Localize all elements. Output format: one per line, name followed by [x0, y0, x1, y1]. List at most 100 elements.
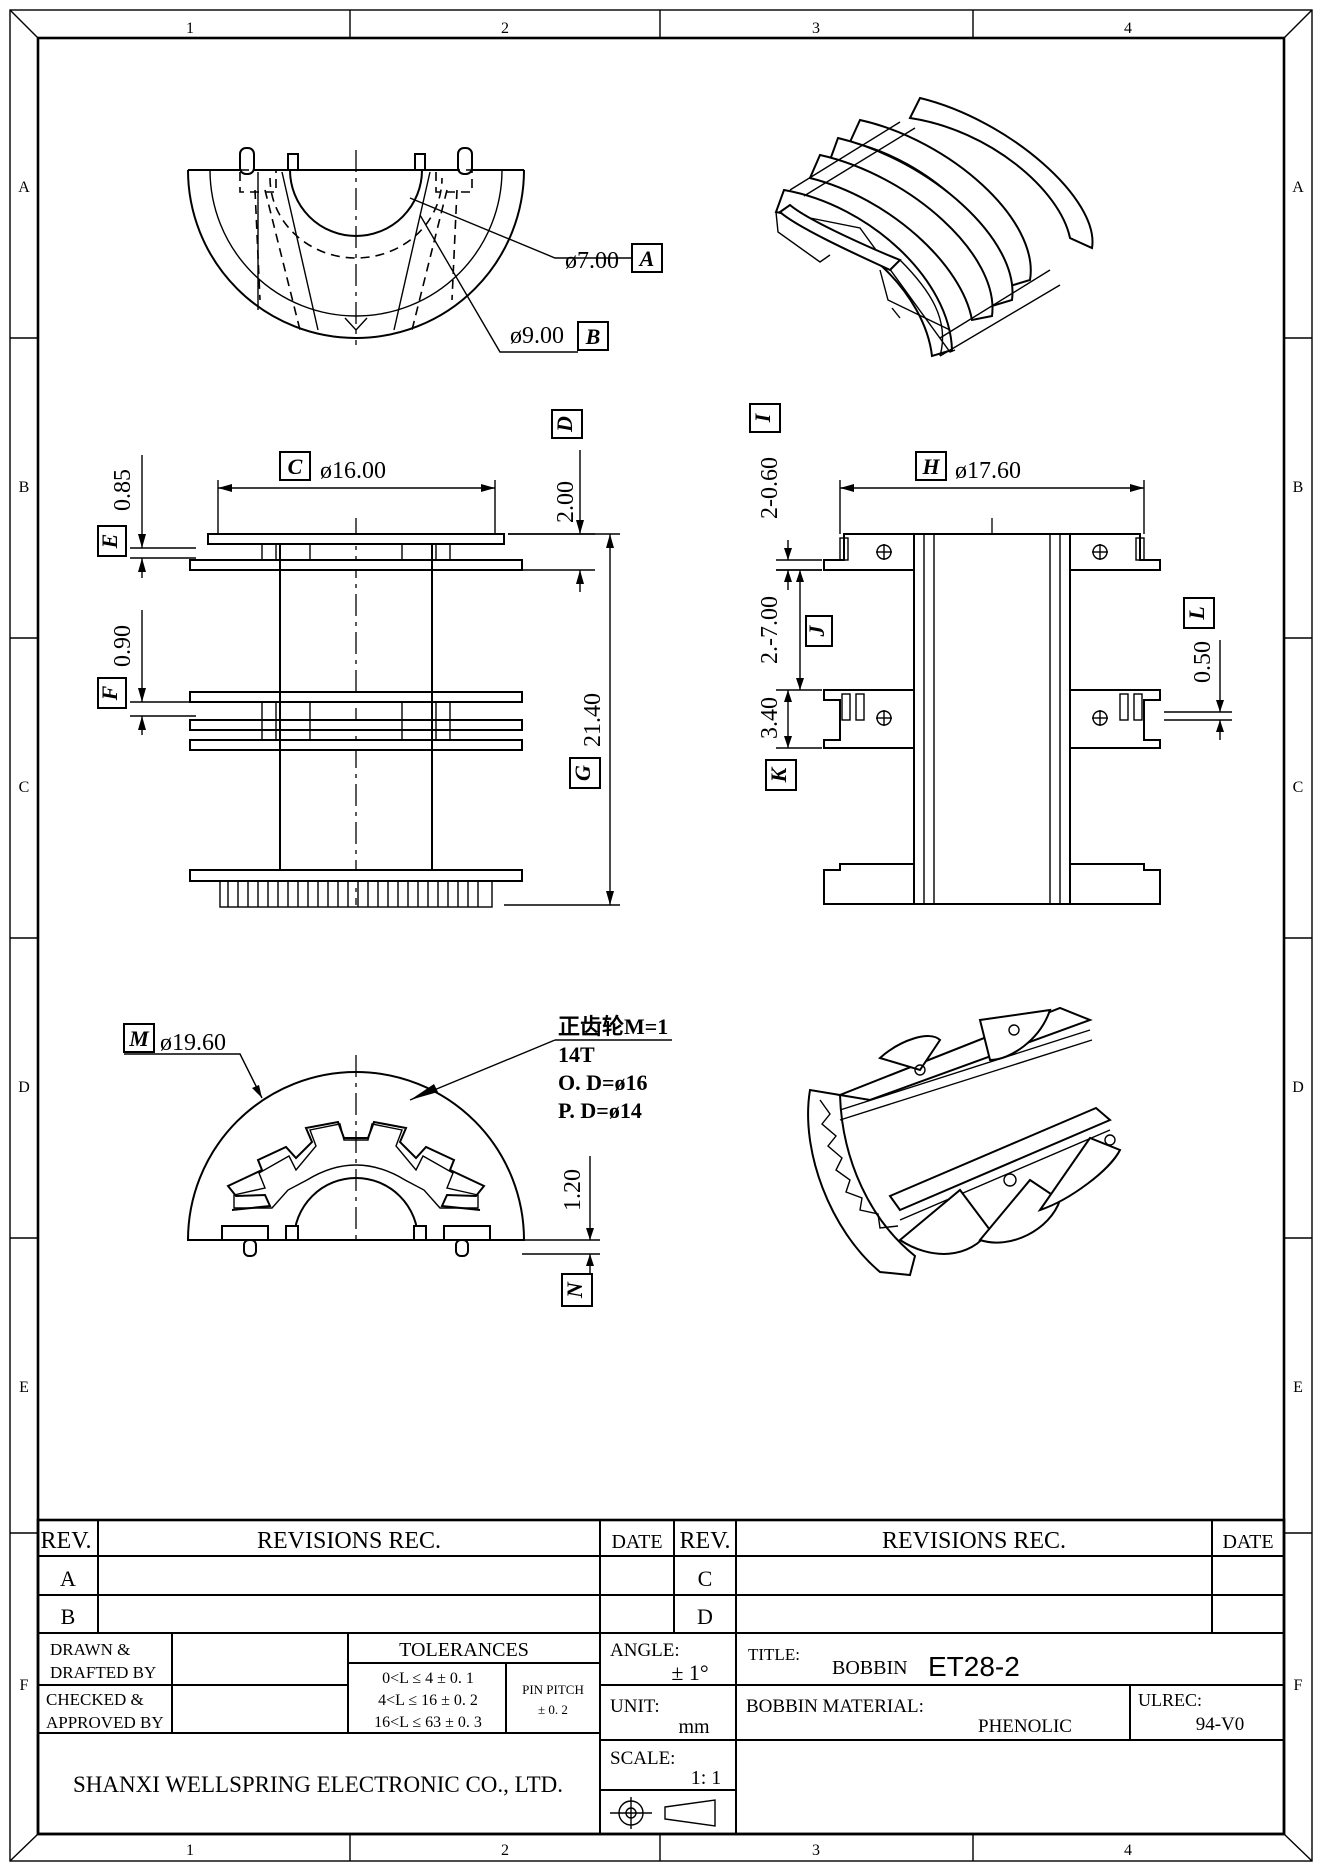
tolerance-row-2: 4<L ≤ 16 ± 0. 2 [378, 1692, 478, 1709]
dim-a-value: ø7.00 [565, 248, 619, 274]
title-part-number: ET28-2 [928, 1651, 1020, 1682]
title-block: REV. REVISIONS REC. DATE REV. REVISIONS … [36, 1518, 1286, 1836]
side-view: H ø17.60 2-0.60 I 2.-7.00 J 3.40 K 0.50 [749, 403, 1232, 905]
dim-a-label: A [638, 246, 655, 271]
company-name: SHANXI WELLSPRING ELECTRONIC CO., LTD. [73, 1772, 563, 1797]
material-label: BOBBIN MATERIAL: [746, 1696, 924, 1717]
dim-e-label: E [97, 534, 122, 550]
dim-j-value: 2.-7.00 [757, 596, 783, 664]
dim-k-value: 3.40 [757, 697, 783, 739]
dim-i-label: I [750, 412, 775, 423]
angle-value: ± 1° [671, 1660, 708, 1685]
zone-row-e-left: E [19, 1379, 29, 1396]
zone-col-3-top: 3 [812, 20, 820, 37]
zone-row-d-right: D [1292, 1079, 1304, 1096]
zone-col-2-top: 2 [501, 20, 509, 37]
dim-h-label: H [921, 454, 940, 479]
dim-e-value: 0.85 [110, 469, 136, 511]
pin-pitch-value: ± 0. 2 [538, 1702, 568, 1717]
rev-header-left: REV. [41, 1528, 92, 1554]
ulrec-label: ULREC: [1138, 1690, 1202, 1710]
dim-k-label: K [766, 766, 791, 783]
drawn-label-1: DRAWN & [50, 1640, 130, 1659]
dim-g-label: G [570, 765, 595, 781]
gear-note-line-1: 正齿轮M=1 [558, 1014, 668, 1039]
rev-c: C [698, 1566, 713, 1591]
tolerance-row-1: 0<L ≤ 4 ± 0. 1 [382, 1670, 474, 1687]
unit-label: UNIT: [610, 1696, 660, 1717]
zone-col-4-bottom: 4 [1124, 1842, 1132, 1859]
dim-f-value: 0.90 [110, 625, 136, 667]
zone-col-3-bottom: 3 [812, 1842, 820, 1859]
dim-m-value: ø19.60 [160, 1030, 226, 1056]
dim-n-value: 1.20 [560, 1169, 586, 1211]
gear-note-line-3: O. D=ø16 [558, 1070, 648, 1095]
rev-header-right: REV. [680, 1528, 731, 1554]
scale-label: SCALE: [610, 1748, 675, 1769]
zone-labels: 1 2 3 4 1 2 3 4 A B C D E F A B C D E F [18, 20, 1304, 1859]
dim-j-label: J [804, 625, 829, 638]
checked-label-2: APPROVED BY [46, 1713, 164, 1732]
dim-l-value: 0.50 [1190, 641, 1216, 683]
zone-row-a-right: A [1292, 179, 1304, 196]
zone-row-b-right: B [1293, 479, 1304, 496]
dim-m-label: M [128, 1026, 150, 1051]
zone-col-4-top: 4 [1124, 20, 1132, 37]
bottom-view: M ø19.60 1.20 N 正齿轮M=1 14T O. D=ø16 P. D… [123, 1014, 672, 1307]
tolerance-row-3: 16<L ≤ 63 ± 0. 3 [374, 1714, 482, 1731]
gear-note-line-4: P. D=ø14 [558, 1098, 642, 1123]
zone-row-d-left: D [18, 1079, 30, 1096]
iso-view-top [774, 96, 1094, 358]
unit-value: mm [678, 1716, 710, 1738]
dim-c-label: C [288, 454, 303, 479]
tolerances-header: TOLERANCES [399, 1639, 529, 1661]
rev-a: A [60, 1566, 76, 1591]
date-header-right: DATE [1222, 1531, 1273, 1553]
zone-col-1-bottom: 1 [186, 1842, 194, 1859]
zone-col-1-top: 1 [186, 20, 194, 37]
gear-outline [233, 1123, 479, 1209]
iso-view-bottom [807, 1006, 1122, 1277]
gear-teeth-edge [227, 881, 479, 907]
zone-row-f-right: F [1294, 1677, 1303, 1694]
title-label: TITLE: [748, 1645, 800, 1664]
top-view: ø7.00 A ø9.00 B [187, 147, 663, 353]
material-value: PHENOLIC [978, 1716, 1072, 1737]
dim-h-value: ø17.60 [955, 458, 1021, 484]
projection-symbol-icon [610, 1797, 716, 1829]
revisions-header-right: REVISIONS REC. [882, 1528, 1066, 1554]
dim-n-label: N [562, 1281, 587, 1299]
dim-g-value: 21.40 [580, 693, 606, 747]
zone-row-b-left: B [19, 479, 30, 496]
rev-d: D [697, 1604, 713, 1629]
dim-b-label: B [585, 324, 601, 349]
angle-label: ANGLE: [610, 1640, 680, 1661]
zone-row-c-right: C [1293, 779, 1304, 796]
gear-note-line-2: 14T [558, 1042, 595, 1067]
rev-b: B [61, 1604, 76, 1629]
dim-f-label: F [97, 685, 122, 701]
title-prefix: BOBBIN [832, 1657, 908, 1679]
revisions-header-left: REVISIONS REC. [257, 1528, 441, 1554]
zone-row-f-left: F [20, 1677, 29, 1694]
front-view: C ø16.00 2.00 D 0.85 E 0.90 F 21.40 [97, 409, 620, 908]
drawn-label-2: DRAFTED BY [50, 1663, 156, 1682]
dim-b-value: ø9.00 [510, 323, 564, 349]
scale-value: 1: 1 [691, 1767, 722, 1789]
pin-pitch-label: PIN PITCH [522, 1682, 584, 1697]
dim-d-value: 2.00 [553, 481, 579, 523]
date-header-left: DATE [611, 1531, 662, 1553]
dim-c-value: ø16.00 [320, 458, 386, 484]
dim-l-label: L [1184, 606, 1209, 620]
checked-label-1: CHECKED & [46, 1690, 144, 1709]
zone-col-2-bottom: 2 [501, 1842, 509, 1859]
dim-i-value: 2-0.60 [757, 457, 783, 519]
zone-row-c-left: C [19, 779, 30, 796]
ulrec-value: 94-V0 [1196, 1714, 1245, 1735]
zone-row-a-left: A [18, 179, 30, 196]
sheet-border [9, 9, 1313, 1862]
dim-d-label: D [552, 416, 577, 433]
zone-row-e-right: E [1293, 1379, 1303, 1396]
